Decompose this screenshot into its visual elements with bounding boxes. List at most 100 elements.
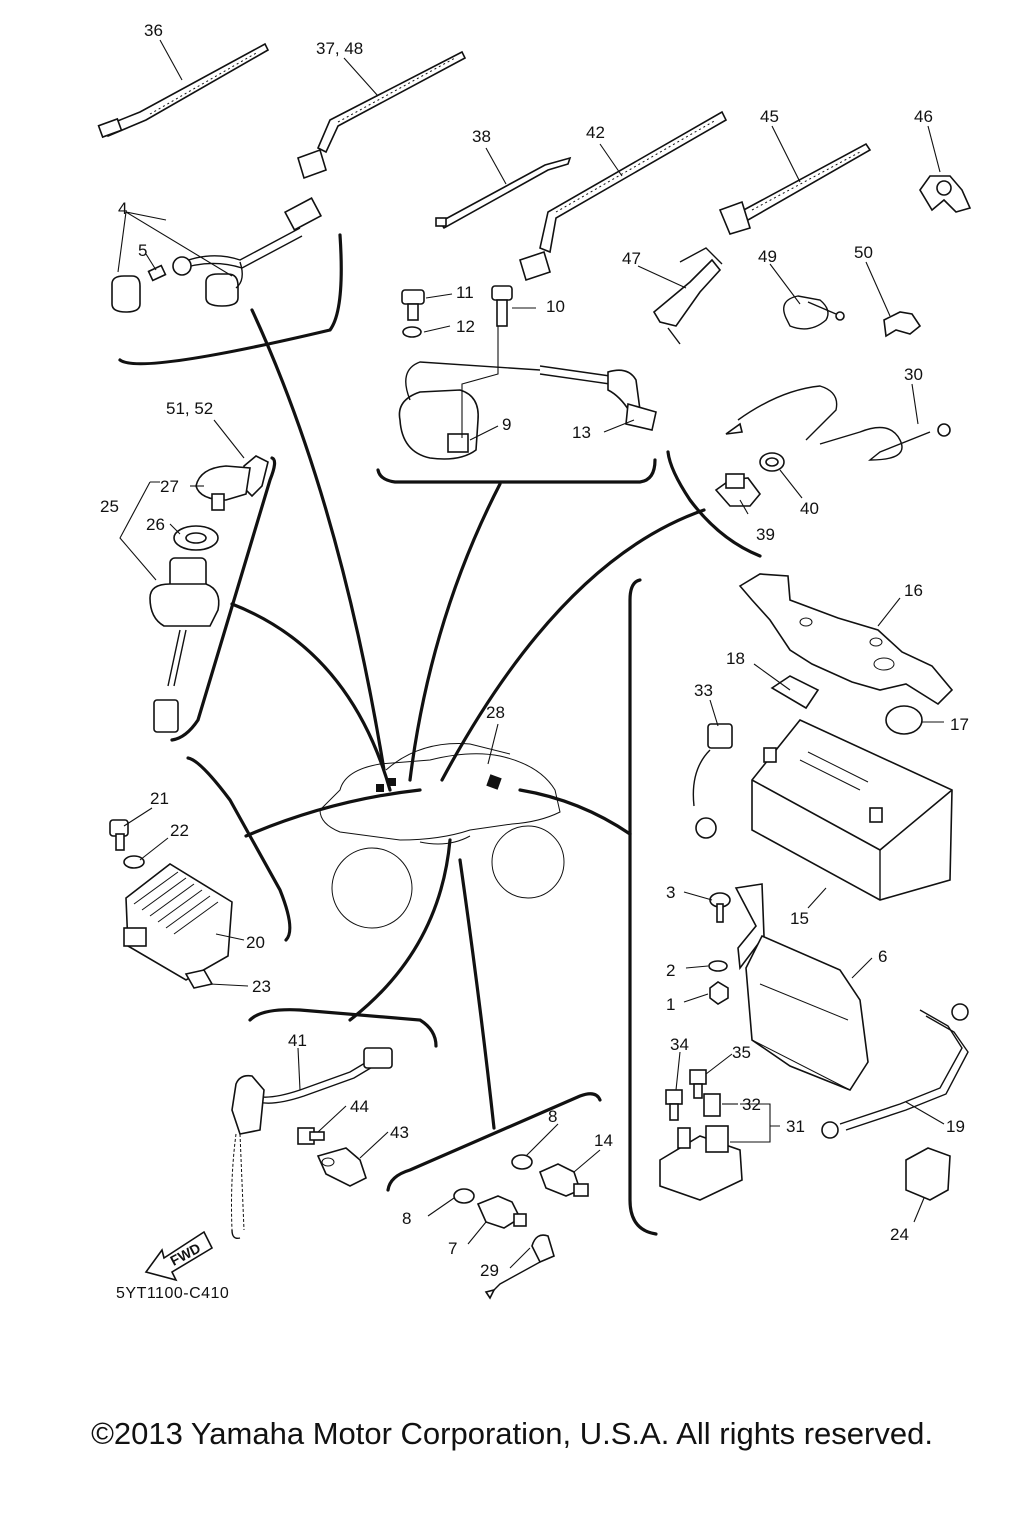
cable-tie-37-48[interactable] bbox=[297, 50, 467, 180]
bolt-44[interactable] bbox=[297, 1127, 325, 1145]
switch-41[interactable] bbox=[231, 1047, 393, 1240]
starter-relay-31[interactable] bbox=[659, 1125, 743, 1201]
callout-47: 47 bbox=[622, 249, 641, 268]
callout-leaders bbox=[117, 39, 945, 1269]
callout-5: 5 bbox=[138, 241, 147, 260]
callout-49: 49 bbox=[758, 247, 777, 266]
callout-33: 33 bbox=[694, 681, 713, 700]
callout-34: 34 bbox=[670, 1035, 689, 1054]
washer-22[interactable] bbox=[123, 855, 145, 869]
group-bracket-switches bbox=[386, 1092, 602, 1192]
callout-11: 11 bbox=[456, 283, 474, 302]
callout-38: 38 bbox=[472, 127, 491, 146]
cable-tie-45[interactable] bbox=[718, 142, 872, 235]
screw-3[interactable] bbox=[709, 892, 731, 923]
bolt-10[interactable] bbox=[491, 285, 513, 327]
callout-46: 46 bbox=[914, 107, 933, 126]
group-bracket-rectifier bbox=[186, 756, 292, 942]
callout-1: 1 bbox=[666, 995, 675, 1014]
callout-22: 22 bbox=[170, 821, 189, 840]
wire-19[interactable] bbox=[821, 1003, 969, 1139]
group-bracket-sensor bbox=[666, 450, 762, 558]
cable-tie-38[interactable] bbox=[435, 156, 572, 230]
spark-plug-cap-13[interactable] bbox=[539, 365, 657, 431]
bracket-part bbox=[734, 883, 765, 971]
callout-8-bottom: 8 bbox=[402, 1209, 411, 1228]
callout-32: 32 bbox=[742, 1095, 761, 1114]
callout-45: 45 bbox=[760, 107, 779, 126]
callout-14: 14 bbox=[594, 1131, 613, 1150]
group-bracket-switch bbox=[170, 456, 277, 742]
callout-7: 7 bbox=[448, 1239, 457, 1258]
callout-39: 39 bbox=[756, 525, 775, 544]
sensor-39[interactable] bbox=[714, 473, 762, 507]
grommet-17[interactable] bbox=[885, 705, 923, 735]
washer-2[interactable] bbox=[708, 960, 728, 972]
wire-harness-4[interactable] bbox=[111, 197, 323, 313]
fuse-5[interactable] bbox=[147, 264, 167, 282]
callout-10: 10 bbox=[546, 297, 565, 316]
switch-14[interactable] bbox=[538, 1163, 589, 1197]
callout-13: 13 bbox=[572, 423, 591, 442]
rectifier-regulator-20[interactable] bbox=[123, 863, 233, 981]
group-bracket-coil bbox=[376, 458, 657, 484]
callout-41: 41 bbox=[288, 1031, 307, 1050]
callout-20: 20 bbox=[246, 933, 265, 952]
band-49[interactable] bbox=[783, 295, 845, 330]
bolt-34[interactable] bbox=[665, 1089, 683, 1121]
battery-cable-33[interactable] bbox=[692, 723, 733, 839]
callout-25: 25 bbox=[100, 497, 119, 516]
copyright-notice: ©2013 Yamaha Motor Corporation, U.S.A. A… bbox=[91, 1416, 933, 1451]
callout-9: 9 bbox=[502, 415, 511, 434]
callout-18: 18 bbox=[726, 649, 745, 668]
diagram-code: 5YT1100-C410 bbox=[116, 1285, 229, 1302]
callout-44: 44 bbox=[350, 1097, 369, 1116]
callout-51-52: 51, 52 bbox=[166, 399, 213, 418]
cdi-unit-6[interactable] bbox=[745, 934, 869, 1091]
callout-labels: 36 37, 48 38 42 45 46 4 5 47 49 50 11 10… bbox=[100, 21, 969, 1280]
nut-1[interactable] bbox=[709, 981, 729, 1005]
callout-26: 26 bbox=[146, 515, 165, 534]
ignition-coil-9[interactable] bbox=[398, 361, 541, 460]
callout-19: 19 bbox=[946, 1117, 965, 1136]
callout-17: 17 bbox=[950, 715, 969, 734]
wire-30[interactable] bbox=[725, 385, 951, 461]
connector-24[interactable] bbox=[905, 1147, 951, 1201]
fuse-32[interactable] bbox=[703, 1093, 721, 1117]
washer-12[interactable] bbox=[402, 326, 422, 338]
cable-tie-42[interactable] bbox=[519, 110, 728, 282]
callout-4: 4 bbox=[118, 199, 127, 218]
clamp-46[interactable] bbox=[919, 175, 972, 213]
bolt-11[interactable] bbox=[401, 289, 425, 321]
callout-16: 16 bbox=[904, 581, 923, 600]
clamp-47[interactable] bbox=[652, 247, 723, 345]
callout-29: 29 bbox=[480, 1261, 499, 1280]
damper-18[interactable] bbox=[770, 675, 820, 710]
clamp-50[interactable] bbox=[883, 311, 922, 338]
callout-30: 30 bbox=[904, 365, 923, 384]
callout-28: 28 bbox=[486, 703, 505, 722]
callout-8-top: 8 bbox=[548, 1107, 557, 1126]
cover-27[interactable] bbox=[195, 465, 251, 511]
washer-8-bottom[interactable] bbox=[453, 1188, 475, 1204]
callout-40: 40 bbox=[800, 499, 819, 518]
callout-37-48: 37, 48 bbox=[316, 39, 363, 58]
clip-23[interactable] bbox=[184, 969, 214, 989]
cable-tie-36[interactable] bbox=[97, 42, 270, 139]
washer-8-top[interactable] bbox=[511, 1154, 533, 1170]
switch-7[interactable] bbox=[476, 1195, 527, 1229]
callout-31: 31 bbox=[786, 1117, 805, 1136]
cap-40[interactable] bbox=[759, 452, 785, 472]
bolt-21[interactable] bbox=[109, 819, 129, 851]
main-switch-25[interactable] bbox=[149, 557, 220, 733]
group-bracket-battery bbox=[628, 578, 658, 1236]
callout-42: 42 bbox=[586, 123, 605, 142]
battery-15[interactable] bbox=[751, 719, 953, 901]
battery-band-16[interactable] bbox=[738, 573, 954, 706]
callout-15: 15 bbox=[790, 909, 809, 928]
bolt-35[interactable] bbox=[689, 1069, 707, 1099]
bracket-43[interactable] bbox=[316, 1147, 367, 1187]
lead-29[interactable] bbox=[484, 1234, 555, 1300]
nut-26[interactable] bbox=[173, 525, 219, 551]
